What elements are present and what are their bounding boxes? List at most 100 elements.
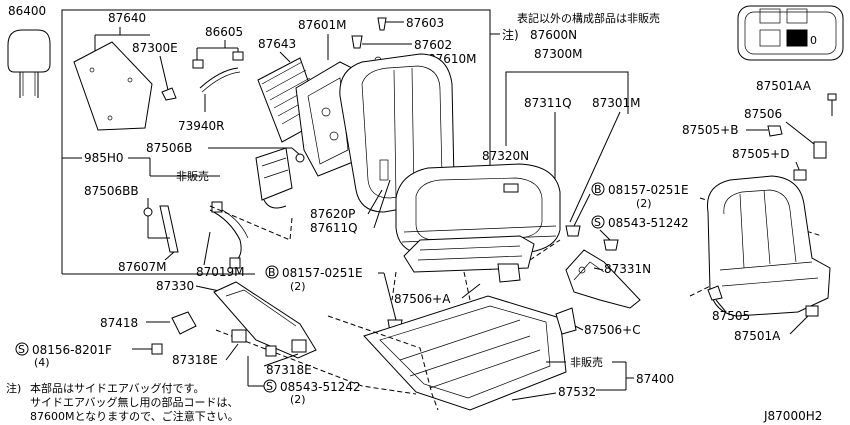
- wire-part: [199, 67, 239, 89]
- fastener-bolt-mid-label: B 08157-0251E (2): [265, 265, 363, 293]
- bracket-87607m-part: [159, 205, 179, 253]
- label-87318e-a: 87318E: [172, 353, 218, 367]
- label-87501a: 87501A: [734, 329, 781, 343]
- inset-marker-label: 0: [810, 34, 817, 47]
- fastener-screw-lower-label: S 08543-51242 (2): [263, 379, 361, 406]
- screw-lower-part: [265, 345, 277, 357]
- fastener-screw-upper-label: S 08543-51242: [591, 215, 689, 230]
- label-87318e-b: 87318E: [266, 363, 312, 377]
- header-note: 表記以外の構成部品は非販売: [517, 11, 660, 25]
- clip-87602-part: [351, 35, 363, 49]
- label-87640: 87640: [108, 11, 146, 25]
- label-87602: 87602: [414, 38, 452, 52]
- screw-left-part: [151, 343, 163, 355]
- clip-87603-part: [377, 17, 387, 31]
- svg-text:B: B: [268, 266, 276, 279]
- label-87603: 87603: [406, 16, 444, 30]
- bracket-87506-part: [813, 141, 827, 159]
- label-985h0: 985H0: [84, 151, 124, 165]
- svg-text:(2): (2): [636, 197, 652, 210]
- assembly-note-prefix: 注): [502, 27, 519, 42]
- label-87505b: 87505+B: [682, 123, 738, 137]
- label-87501aa: 87501AA: [756, 79, 812, 93]
- label-87418: 87418: [100, 316, 138, 330]
- svg-text:B: B: [594, 183, 602, 196]
- footnote-prefix: 注): [6, 381, 21, 395]
- fastener-screw-left-label: S 08156-8201F (4): [15, 342, 112, 369]
- footnote-line-1: 本部品はサイドエアバッグ付です。: [30, 381, 204, 395]
- label-87506c: 87506+C: [584, 323, 641, 337]
- label-87505d: 87505+D: [732, 147, 789, 161]
- label-87400: 87400: [636, 372, 674, 386]
- seat-cushion-part: [395, 163, 561, 255]
- label-87506b: 87506B: [146, 141, 192, 155]
- label-87620p: 87620P: [310, 207, 355, 221]
- trim-87330-part: [213, 281, 317, 359]
- cushion-frame-part: [403, 235, 535, 273]
- bracket-87506a-part: [497, 263, 521, 283]
- svg-text:08156-8201F: 08156-8201F: [32, 343, 112, 357]
- side-trim-87331n-part: [565, 249, 641, 309]
- svg-text:08543-51242: 08543-51242: [280, 380, 361, 394]
- clip-87505d-part: [793, 169, 807, 181]
- nut-87506bb-part: [143, 207, 153, 217]
- back-board-part: [73, 41, 153, 131]
- svg-text:(4): (4): [34, 356, 50, 369]
- footnote-line-3: 87600Mとなりますので、ご注意下さい。: [30, 409, 239, 423]
- label-87300e: 87300E: [132, 41, 178, 55]
- label-87611q: 87611Q: [310, 221, 358, 235]
- label-87300m: 87300M: [534, 47, 583, 61]
- svg-text:(2): (2): [290, 280, 306, 293]
- label-87506a: 87506+A: [394, 292, 451, 306]
- bolt-87300e-part: [161, 87, 177, 101]
- label-87505: 87505: [712, 309, 750, 323]
- label-73940r: 73940R: [178, 119, 225, 133]
- svg-text:08543-51242: 08543-51242: [608, 216, 689, 230]
- label-86605: 86605: [205, 25, 243, 39]
- label-87301m: 87301M: [592, 96, 641, 110]
- bolt-87501a-part: [805, 305, 819, 317]
- headrest-part: [7, 29, 51, 98]
- seat-rail-frame-part: [363, 295, 567, 411]
- clip-87505-part: [707, 285, 723, 301]
- label-87320n: 87320N: [482, 149, 529, 163]
- label-87601m: 87601M: [298, 18, 347, 32]
- car-inset-icon: 0: [737, 5, 844, 61]
- bracket-87506c-part: [555, 307, 577, 335]
- screw-upper-part: [603, 239, 619, 251]
- label-87506: 87506: [744, 107, 782, 121]
- cap-87318e-b-part: [291, 339, 307, 353]
- svg-text:S: S: [18, 343, 25, 356]
- label-airbag-not-sold: 非販売: [176, 170, 209, 183]
- label-87643: 87643: [258, 37, 296, 51]
- harness-87019m-part: [209, 209, 242, 263]
- svg-text:S: S: [594, 216, 601, 229]
- knob-87418-part: [171, 311, 197, 335]
- label-87311q: 87311Q: [524, 96, 572, 110]
- rail-wire-87532-part: [511, 392, 557, 401]
- assembly-frame: [61, 9, 491, 274]
- nut-87506b-part: [295, 153, 305, 163]
- label-87607m: 87607M: [118, 260, 167, 274]
- label-87506bb: 87506BB: [84, 184, 139, 198]
- assembly-ref-label: 87600N: [530, 28, 577, 42]
- label-rail-not-sold: 非販売: [570, 356, 603, 369]
- clip-b-part: [232, 51, 244, 61]
- label-87330: 87330: [156, 279, 194, 293]
- clip-a-part: [192, 59, 204, 69]
- svg-text:08157-0251E: 08157-0251E: [608, 183, 689, 197]
- clip-87505b-part: [767, 125, 783, 137]
- footnote-line-2: サイドエアバッグ無し用の部品コードは、: [30, 395, 239, 409]
- fastener-bolt-upper-label: B 08157-0251E (2): [591, 182, 689, 210]
- svg-text:08157-0251E: 08157-0251E: [282, 266, 363, 280]
- bolt-upper-part: [565, 225, 581, 237]
- label-86400: 86400: [8, 4, 46, 18]
- svg-text:(2): (2): [290, 393, 306, 406]
- cap-87318e-a-part: [231, 329, 247, 343]
- bolt-87501aa-part: [827, 93, 837, 101]
- label-87019m: 87019M: [196, 265, 245, 279]
- diagram-code: J87000H2: [763, 409, 822, 423]
- label-87331n: 87331N: [604, 262, 651, 276]
- label-87532: 87532: [558, 385, 596, 399]
